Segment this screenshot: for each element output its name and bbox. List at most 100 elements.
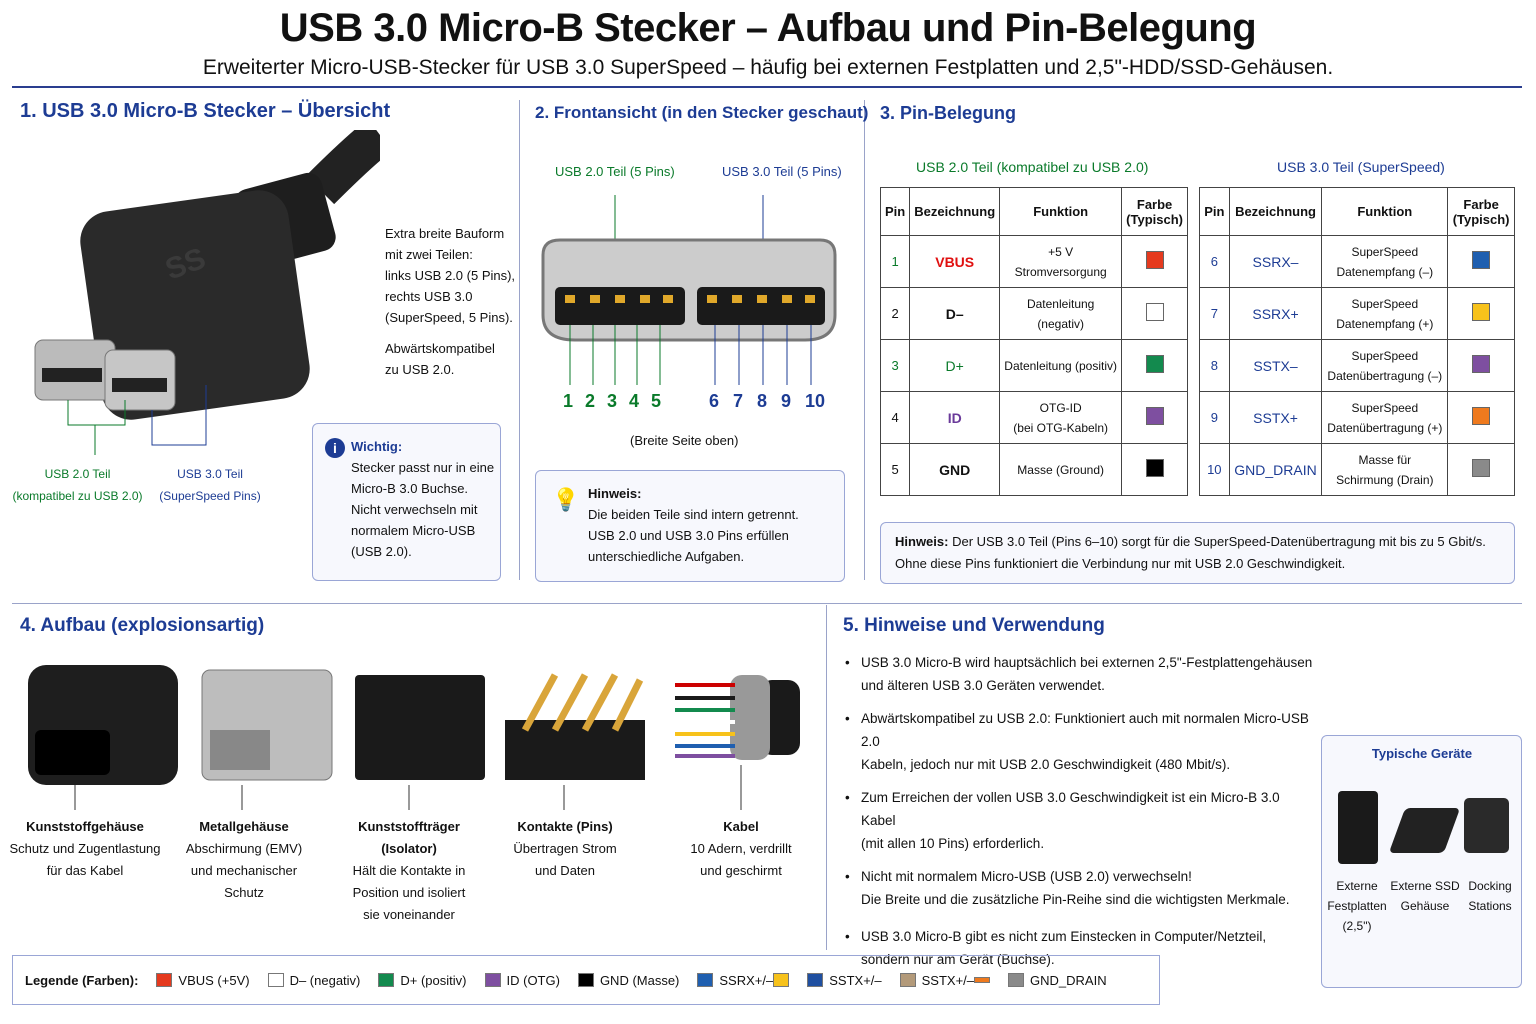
divider	[12, 603, 1522, 604]
part-desc: Schutz	[224, 885, 264, 900]
function-line: Masse für	[1358, 452, 1412, 467]
usage-line: Kabeln, jedoch nur mit USB 2.0 Geschwind…	[861, 757, 1231, 772]
legend-label: GND_DRAIN	[1030, 972, 1107, 988]
function-line: SuperSpeed	[1351, 400, 1419, 415]
divider	[12, 86, 1522, 88]
pin-number: 3	[879, 339, 911, 392]
legend-swatch	[773, 973, 790, 987]
color-swatch	[1472, 303, 1491, 321]
legend-label: SSRX+/–	[719, 972, 774, 988]
col-color: Farbe(Typisch)	[1121, 187, 1188, 236]
function-line: SuperSpeed	[1351, 296, 1419, 311]
legend-item: GND (Masse)	[577, 972, 680, 988]
note-line: (USB 2.0).	[351, 544, 412, 559]
col-color-sublabel: (Typisch)	[1126, 211, 1183, 227]
function-line: Datenempfang (–)	[1336, 264, 1434, 279]
left-table-title: USB 2.0 Teil (kompatibel zu USB 2.0)	[916, 159, 1149, 175]
color-swatch-cell	[1447, 339, 1515, 392]
color-swatch-cell	[1121, 339, 1188, 392]
part-desc: sie voneinander	[363, 907, 455, 922]
legend-swatch	[697, 973, 714, 987]
col-function: Funktion	[999, 187, 1123, 236]
col-pin: Pin	[1199, 187, 1230, 236]
legend-item: GND_DRAIN	[1008, 973, 1107, 988]
part-desc: 10 Adern, verdrillt	[690, 841, 792, 856]
usage-item: Zum Erreichen der vollen USB 3.0 Geschwi…	[845, 786, 1315, 855]
legend-item: VBUS (+5V)	[156, 972, 250, 988]
function-line: Datenempfang (+)	[1336, 316, 1434, 331]
col-color-label: Farbe	[1463, 196, 1499, 212]
part-desc: und Daten	[535, 863, 595, 878]
color-swatch-cell	[1447, 391, 1515, 444]
part-name: Kontakte (Pins)	[517, 819, 613, 834]
device-line: Externe	[1336, 879, 1378, 893]
pin-name: ID	[909, 391, 1001, 444]
part-name: Kabel	[723, 819, 759, 834]
pin-function: +5 V Stromversorgung	[999, 235, 1123, 288]
desc-line: zu USB 2.0.	[385, 362, 455, 377]
part-desc: Position und isoliert	[352, 885, 466, 900]
pin-function: OTG-ID(bei OTG-Kabeln)	[999, 391, 1123, 444]
pin-number: 7	[1199, 287, 1230, 340]
col-color: Farbe(Typisch)	[1447, 187, 1515, 236]
function-line: SuperSpeed	[1351, 348, 1419, 363]
front-usb2-label: USB 2.0 Teil (5 Pins)	[555, 164, 675, 179]
section-2-title: 2. Frontansicht (in den Stecker geschaut…	[535, 103, 869, 122]
usb2-sublabel: (kompatibel zu USB 2.0)	[12, 489, 143, 503]
legend-label: VBUS (+5V)	[178, 972, 250, 988]
note-title: Wichtig:	[351, 439, 403, 454]
important-note: i Wichtig: Stecker passt nur in eine Mic…	[312, 423, 501, 581]
part-desc: Schutz und Zugentlastung	[9, 841, 161, 856]
note-line: normalem Micro-USB	[351, 523, 476, 538]
usage-line: USB 3.0 Micro-B wird hauptsächlich bei e…	[861, 655, 1313, 670]
legend-swatch	[267, 973, 284, 987]
ssd-enclosure-icon	[1388, 808, 1461, 853]
pin-number: 6	[1199, 235, 1230, 288]
page-title: USB 3.0 Micro-B Stecker – Aufbau und Pin…	[279, 6, 1257, 50]
legend-swatch	[484, 973, 501, 987]
legend-label: SSTX+/–	[829, 972, 882, 988]
desc-line: Extra breite Bauform	[385, 226, 505, 241]
color-swatch-cell	[1447, 287, 1515, 340]
color-swatch	[1145, 355, 1164, 373]
legend-swatch	[156, 973, 173, 987]
divider	[519, 100, 520, 580]
legend-item: D– (negativ)	[267, 973, 360, 988]
pin-number: 9	[781, 391, 792, 411]
part-name: Metallgehäuse	[199, 819, 289, 834]
pin-name: D+	[909, 339, 1001, 392]
divider	[826, 605, 827, 950]
external-hdd-icon	[1338, 791, 1378, 864]
pin-number: 1	[563, 391, 574, 411]
plastic-carrier	[355, 675, 485, 780]
pin-function: Datenleitung (negativ)	[999, 287, 1123, 340]
devices-title: Typische Geräte	[1371, 746, 1473, 761]
color-swatch-cell	[1121, 443, 1188, 496]
part-label: Kunststoffträger(Isolator)Hält die Konta…	[324, 816, 494, 926]
usb2-label: USB 2.0 Teil	[44, 467, 111, 481]
legend-item: D+ (positiv)	[378, 973, 467, 988]
color-swatch-cell	[1121, 287, 1188, 340]
pin-name: VBUS	[909, 235, 1001, 288]
part-name: Kunststoffgehäuse	[26, 819, 144, 834]
note-line: Nicht verwechseln mit	[351, 502, 478, 517]
note-title: Hinweis:	[588, 486, 642, 501]
legend-label: GND (Masse)	[599, 972, 680, 988]
usb3-label: USB 3.0 Teil	[177, 467, 243, 481]
lightbulb-icon: 💡	[552, 487, 580, 512]
device-line: Festplatten	[1327, 899, 1387, 913]
note-line: unterschiedliche Aufgaben.	[588, 549, 745, 564]
